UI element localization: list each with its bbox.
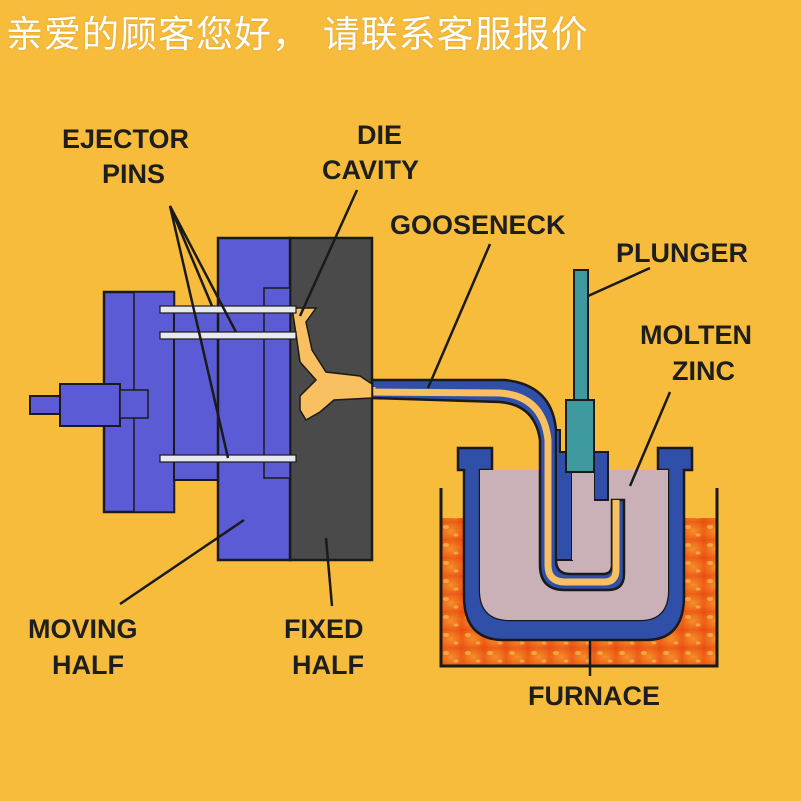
label-molten-zinc-line1: MOLTEN [640, 320, 752, 350]
die-cavity [291, 307, 373, 422]
label-ejector-pins-line1: EJECTOR [62, 124, 189, 154]
label-gooseneck: GOOSENECK [390, 210, 566, 240]
label-die-cavity-line2: CAVITY [322, 155, 419, 185]
label-fixed-half-line1: FIXED [284, 614, 364, 644]
label-die-cavity-line1: DIE [357, 120, 402, 150]
label-fixed-half-line2: HALF [292, 650, 364, 680]
furnace-vessel [439, 488, 719, 668]
leader-lines [119, 189, 672, 676]
label-molten-zinc-line2: ZINC [672, 356, 735, 386]
label-furnace: FURNACE [528, 681, 660, 711]
price-banner: 亲爱的顾客您好， 请联系客服报价 [0, 0, 801, 70]
plunger [565, 269, 595, 473]
label-plunger: PLUNGER [616, 238, 748, 268]
label-moving-half-line2: HALF [52, 650, 124, 680]
label-moving-half-line1: MOVING [28, 614, 138, 644]
moving-half [29, 236, 292, 562]
label-ejector-pins-line2: PINS [102, 159, 165, 189]
